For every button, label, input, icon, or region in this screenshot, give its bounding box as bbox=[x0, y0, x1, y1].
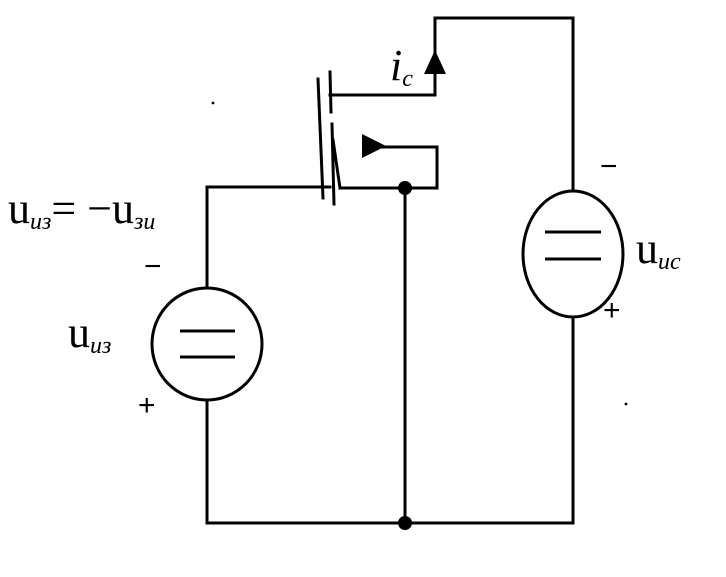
drain-source-symbol: u bbox=[636, 224, 658, 273]
node-source-junction bbox=[398, 181, 412, 195]
source-arrow bbox=[362, 134, 386, 158]
scan-speck bbox=[211, 101, 215, 105]
gate-eq-operator: = − bbox=[51, 184, 113, 233]
gate-eq-left-symbol: u bbox=[8, 184, 30, 233]
wire-source-to-node bbox=[338, 145, 439, 190]
gate-voltage-source bbox=[150, 286, 264, 402]
wire-drain-bottom bbox=[403, 314, 575, 525]
gate-plus-sign: + bbox=[138, 389, 156, 422]
wire-source-stub bbox=[331, 138, 342, 190]
current-symbol: i bbox=[390, 41, 403, 90]
current-arrow bbox=[424, 50, 446, 74]
gate-source-symbol: u bbox=[68, 308, 90, 357]
mosfet-gate-plate bbox=[316, 77, 325, 200]
drain-source-label: uис bbox=[636, 224, 681, 275]
wire-drain-top bbox=[328, 16, 575, 193]
gate-voltage-relation: uиз= −uзи bbox=[8, 184, 155, 235]
current-subscript: с bbox=[402, 66, 413, 92]
drain-plus-sign: + bbox=[603, 294, 621, 327]
gate-eq-right-subscript: зи bbox=[134, 209, 156, 235]
gate-source-subscript: из bbox=[90, 333, 112, 359]
gate-eq-left-subscript: из bbox=[30, 209, 52, 235]
drain-source-subscript: ис bbox=[658, 249, 681, 275]
gate-eq-right-symbol: u bbox=[112, 184, 135, 233]
node-bottom-junction bbox=[398, 516, 412, 530]
gate-minus-sign: − bbox=[144, 250, 162, 283]
drain-voltage-source bbox=[521, 189, 625, 319]
mosfet-channel-drain bbox=[328, 70, 333, 114]
current-label: iс bbox=[390, 41, 413, 92]
drain-minus-sign: − bbox=[600, 150, 618, 183]
wire-gate-bottom bbox=[205, 398, 407, 525]
scan-speck bbox=[624, 402, 628, 406]
gate-source-label: uиз bbox=[68, 308, 111, 359]
mosfet-channel-source bbox=[330, 122, 336, 206]
wire-gate-top bbox=[205, 185, 332, 290]
